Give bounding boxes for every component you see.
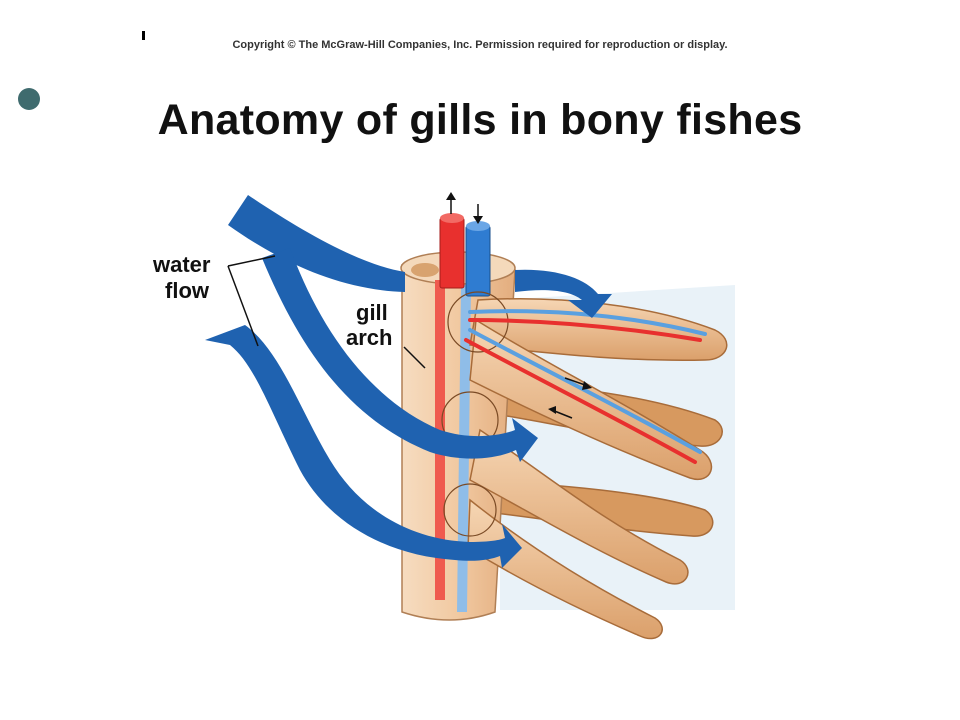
- blue-vessel-top: [466, 221, 490, 231]
- gill-arch-label-line1: gill: [356, 300, 388, 325]
- capillary-blue: [468, 328, 702, 454]
- gill-filament: [469, 428, 689, 585]
- flow-arrow-icon: [564, 377, 592, 390]
- capillaries: [464, 309, 707, 464]
- water-flow-arrow: [262, 248, 538, 462]
- label-leaders: [227, 255, 426, 369]
- water-flow-label-line2: flow: [165, 278, 210, 303]
- gill-arch-label-line2: arch: [346, 325, 392, 350]
- gill-filament: [467, 498, 663, 640]
- copyright-notice: Copyright © The McGraw-Hill Companies, I…: [232, 39, 728, 51]
- tick-mark: [142, 31, 145, 40]
- water-flow-arrow: [228, 195, 405, 292]
- capillary-red: [464, 338, 697, 464]
- water-flow-arrows: [205, 195, 612, 568]
- flow-arrow-icon: [548, 406, 573, 419]
- water-flow-label-line1: water: [152, 252, 211, 277]
- capillary-blue: [468, 309, 707, 336]
- arrow-up-icon: [446, 192, 456, 214]
- page-title: Anatomy of gills in bony fishes: [157, 96, 803, 144]
- gill-arch-cartilage: [411, 263, 439, 277]
- bullet-point: [18, 88, 40, 110]
- red-vessel-top: [440, 213, 464, 223]
- water-flow-arrow: [515, 269, 612, 318]
- capillary-red: [468, 318, 702, 342]
- red-vessel: [439, 217, 465, 289]
- water-flow-arrow: [205, 325, 522, 568]
- arrow-down-icon: [473, 204, 483, 224]
- blue-vessel: [465, 225, 491, 297]
